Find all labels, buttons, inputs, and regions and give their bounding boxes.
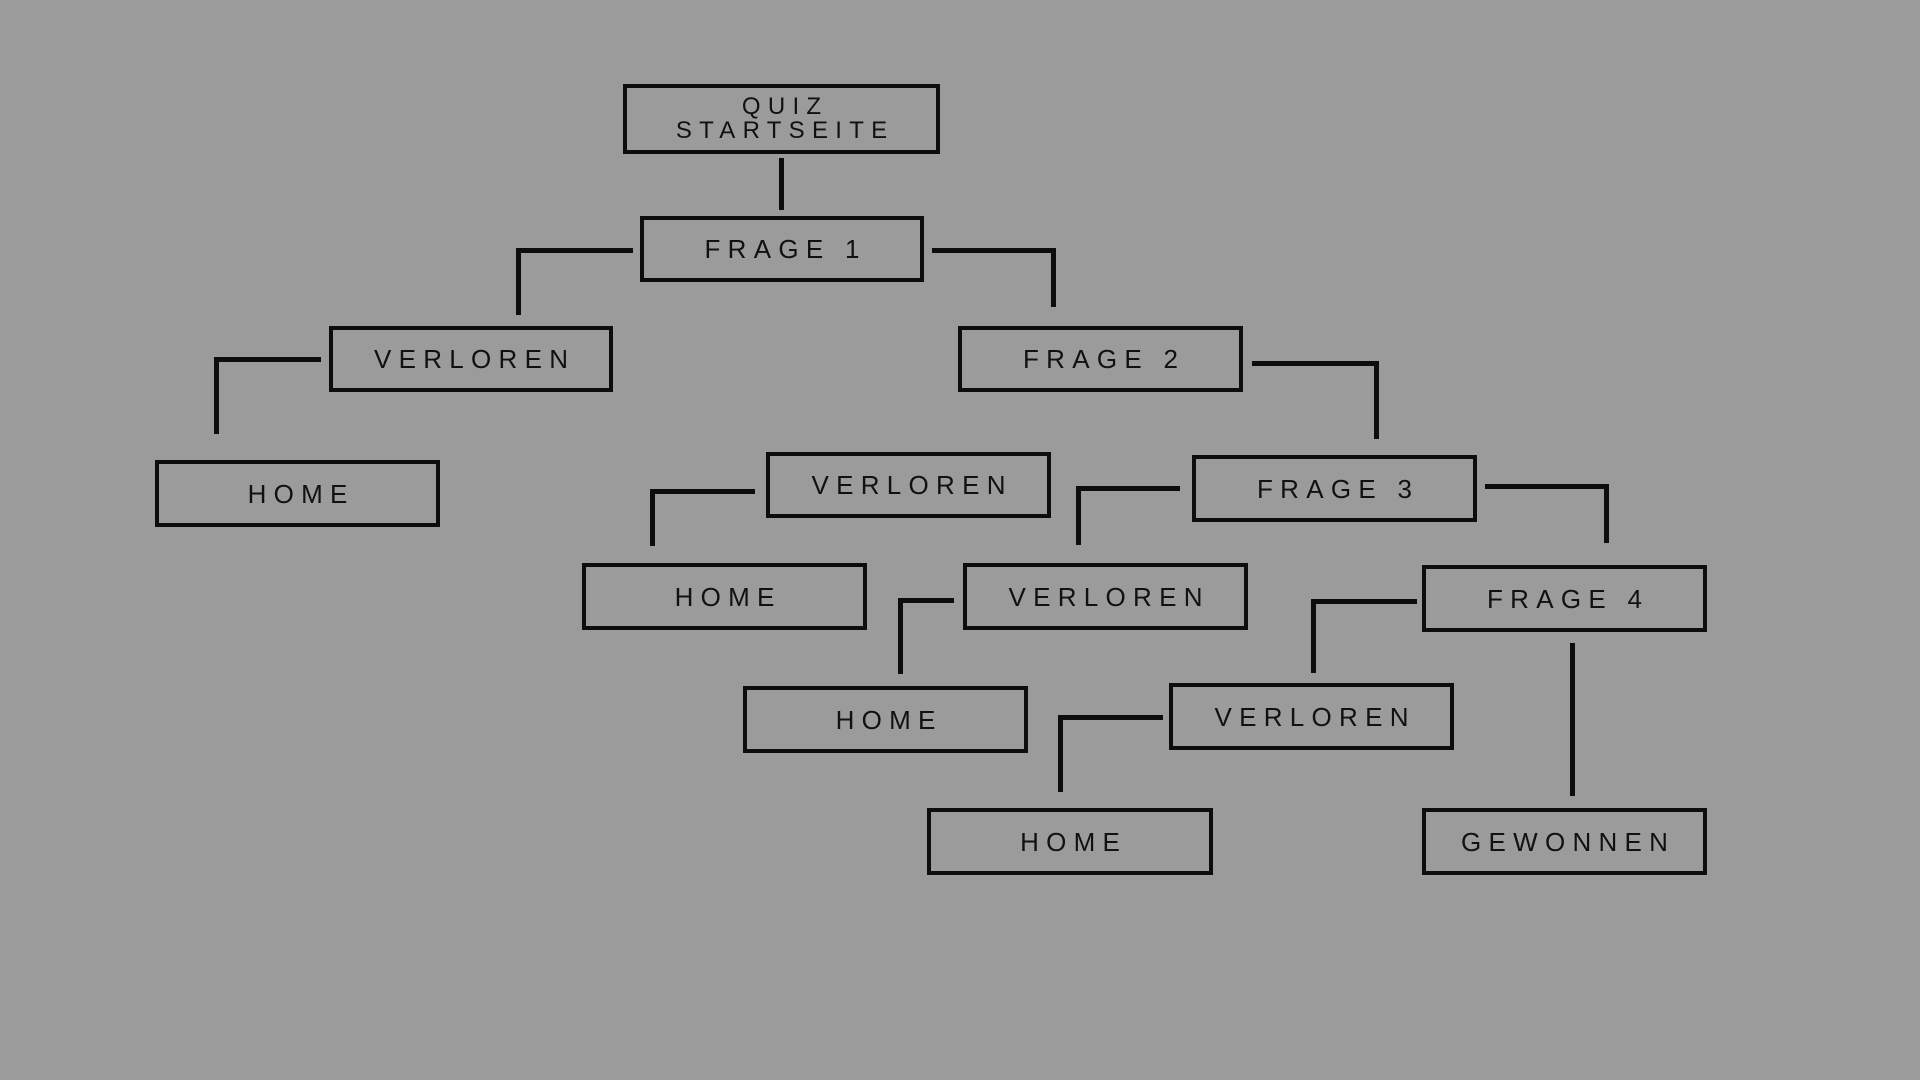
node-frage-3: FRAGE 3 xyxy=(1192,455,1477,522)
connector-frage4-verloren4-h xyxy=(1311,599,1417,604)
connector-verloren2-home2-h xyxy=(650,489,755,494)
connector-verloren1-home1-h xyxy=(214,357,321,362)
node-startseite-label: STARTSEITE xyxy=(675,117,895,144)
connector-verloren3-home3-h xyxy=(898,598,954,603)
node-home-1: HOME xyxy=(155,460,440,527)
connector-frage1-verloren1-v xyxy=(516,248,521,315)
node-frage-2: FRAGE 2 xyxy=(958,326,1243,392)
node-gewonnen: GEWONNEN xyxy=(1422,808,1707,875)
node-home-2: HOME xyxy=(582,563,867,630)
connector-frage4-gewonnen xyxy=(1570,643,1575,796)
connector-frage2-frage3-v xyxy=(1374,361,1379,439)
connector-frage1-frage2-h xyxy=(932,248,1056,253)
node-verloren-2: VERLOREN xyxy=(766,452,1051,518)
connector-verloren4-home4-v xyxy=(1058,715,1063,792)
connector-start-frage1 xyxy=(779,158,784,210)
node-verloren-1: VERLOREN xyxy=(329,326,613,392)
connector-verloren1-home1-v xyxy=(214,357,219,434)
connector-frage4-verloren4-v xyxy=(1311,599,1316,673)
connector-frage3-frage4-v xyxy=(1604,484,1609,543)
connector-frage1-frage2-v xyxy=(1051,248,1056,307)
node-verloren-3: VERLOREN xyxy=(963,563,1248,630)
node-home-4: HOME xyxy=(927,808,1213,875)
connector-frage2-frage3-h xyxy=(1252,361,1379,366)
connector-frage3-frage4-h xyxy=(1485,484,1609,489)
connector-frage3-verloren3-h xyxy=(1076,486,1180,491)
node-home-3: HOME xyxy=(743,686,1028,753)
connector-verloren3-home3-v xyxy=(898,598,903,674)
connector-frage1-verloren1-h xyxy=(516,248,633,253)
node-quiz-startseite: QUIZ STARTSEITE xyxy=(623,84,940,154)
connector-verloren2-home2-v xyxy=(650,489,655,546)
node-verloren-4: VERLOREN xyxy=(1169,683,1454,750)
node-frage-1: FRAGE 1 xyxy=(640,216,924,282)
node-frage-4: FRAGE 4 xyxy=(1422,565,1707,632)
node-quiz-label: QUIZ xyxy=(741,93,829,120)
connector-frage3-verloren3-v xyxy=(1076,486,1081,545)
connector-verloren4-home4-h xyxy=(1058,715,1163,720)
